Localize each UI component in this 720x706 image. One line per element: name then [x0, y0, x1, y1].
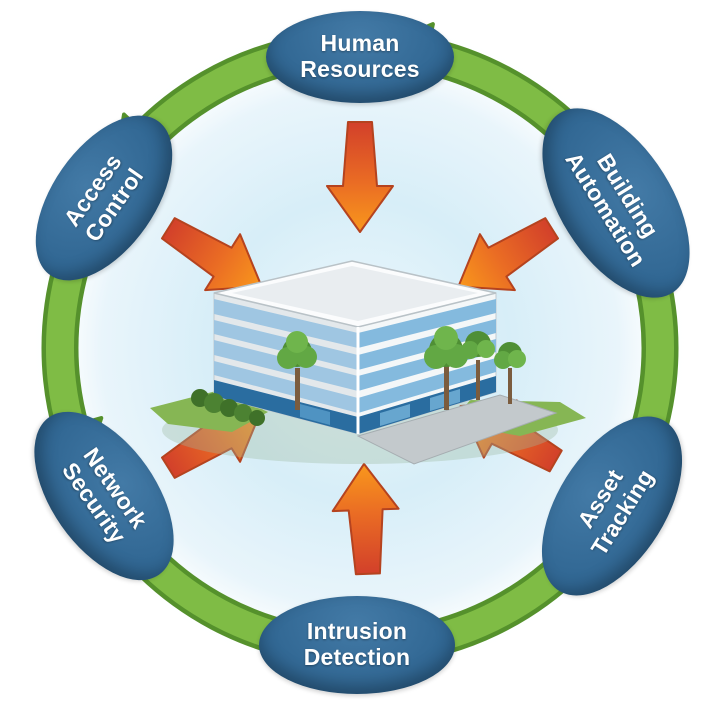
- window-band: [358, 358, 496, 413]
- window-band: [358, 319, 496, 370]
- building-roof-inner: [232, 266, 478, 321]
- tree: [277, 331, 317, 410]
- tree: [461, 331, 495, 400]
- window-band: [358, 299, 496, 348]
- orange-inward-arrow-building-automation: [457, 217, 559, 292]
- hedge-bushes: [191, 389, 265, 426]
- office-building-illustration: [150, 260, 586, 465]
- orange-inward-arrow-intrusion-detection: [331, 462, 400, 576]
- entrance-glass: [300, 404, 330, 425]
- entrance-glass: [380, 404, 410, 426]
- orange-inward-arrow-human-resources: [326, 121, 394, 233]
- window-band: [214, 299, 358, 348]
- sidewalk: [356, 394, 558, 465]
- tree: [494, 342, 526, 404]
- window-band: [214, 361, 358, 413]
- inward-arrows: [161, 121, 563, 576]
